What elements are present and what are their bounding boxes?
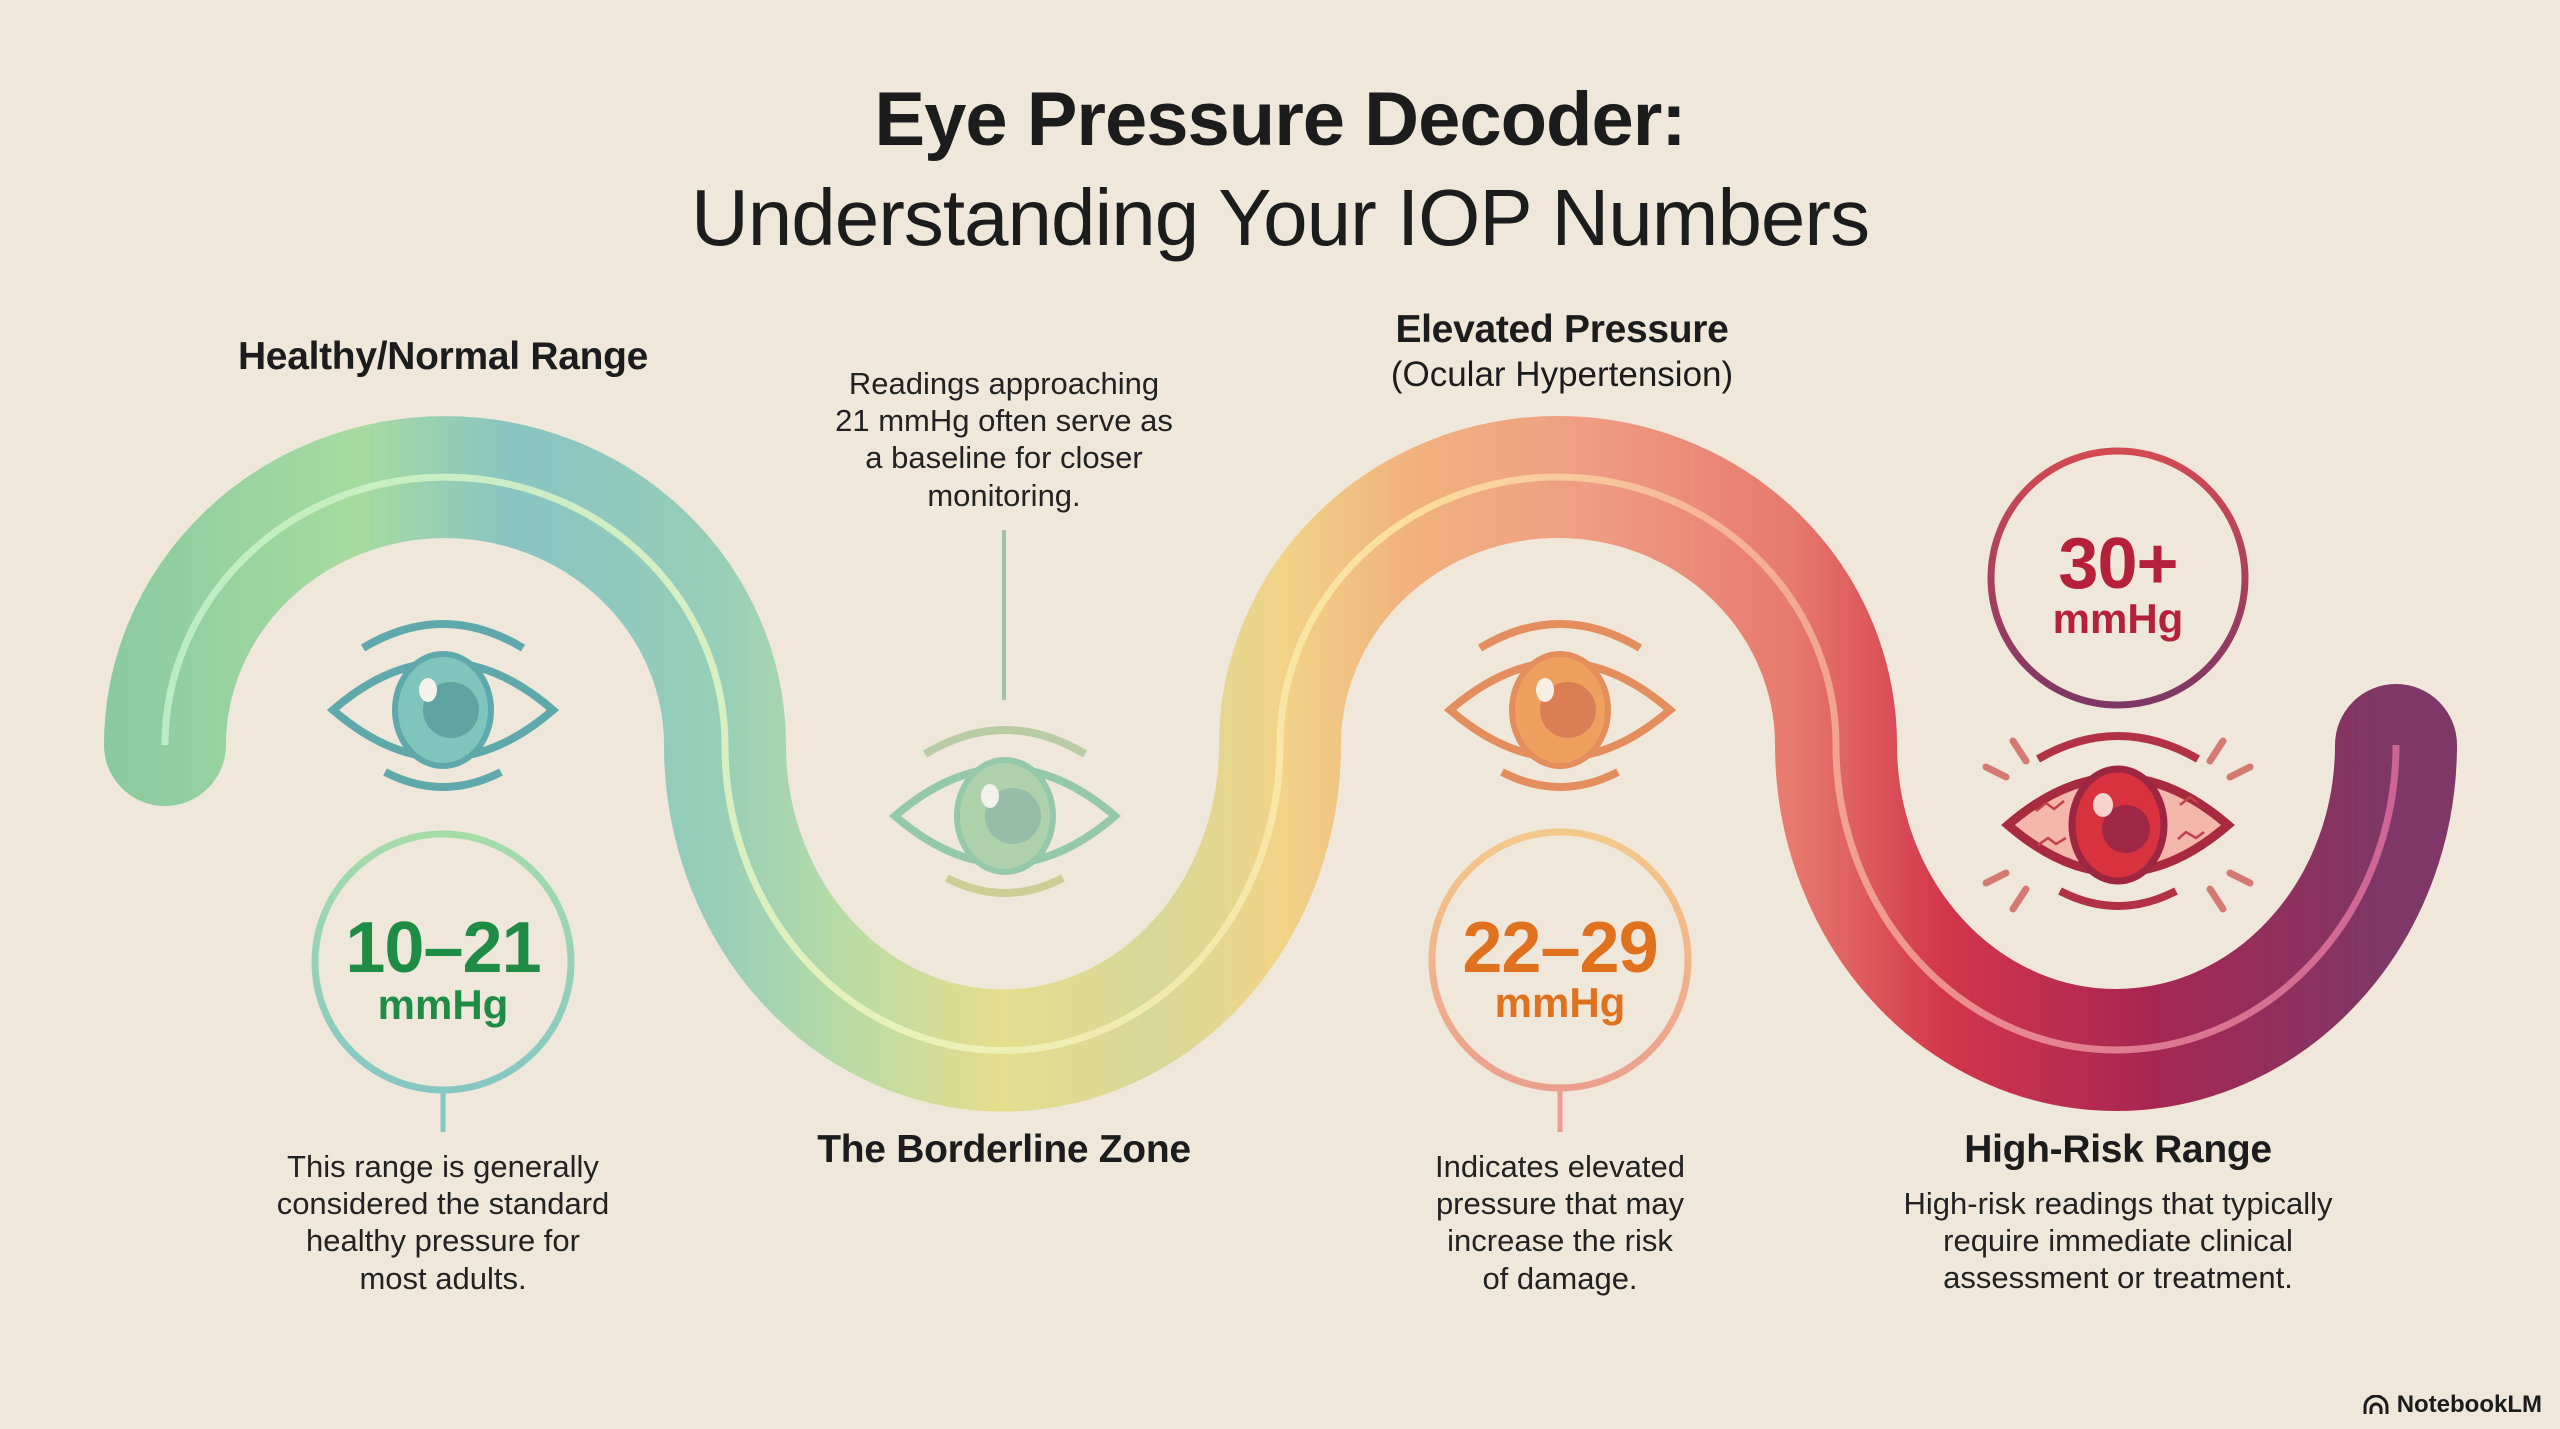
stage-sublabel-elevated: (Ocular Hypertension) <box>1390 355 1734 394</box>
eye-icon <box>1443 620 1677 791</box>
range-unit: mmHg <box>377 981 509 1028</box>
range-value: 10–21 <box>345 908 541 988</box>
bloodshot-eye-icon <box>1982 732 2254 913</box>
stage-label-healthy: Healthy/Normal Range <box>237 335 649 378</box>
range-unit: mmHg <box>2052 595 2184 642</box>
range-unit: mmHg <box>1494 979 1626 1026</box>
stage-description-healthy: This range is generally considered the s… <box>276 1149 610 1296</box>
badge-ring-high-risk <box>1987 447 2249 709</box>
page-title: Eye Pressure Decoder: <box>874 77 1686 162</box>
eye-icon <box>326 620 560 791</box>
range-badge-elevated: 22–29 mmHg <box>1432 832 1688 1088</box>
range-value: 22–29 <box>1462 908 1658 988</box>
stage-description-elevated: Indicates elevated pressure that may inc… <box>1435 1149 1685 1296</box>
stage-description-high-risk: High-risk readings that typically requir… <box>1903 1186 2333 1296</box>
badge-ring-elevated <box>1428 828 1692 1092</box>
stage-description-borderline: Readings approaching 21 mmHg often serve… <box>835 366 1173 513</box>
range-value: 30+ <box>2058 524 2178 604</box>
stage-label-borderline: The Borderline Zone <box>817 1128 1191 1171</box>
brand-watermark: NotebookLM <box>2363 1391 2542 1419</box>
badge-ring-healthy <box>311 830 575 1094</box>
range-badge-healthy: 10–21 mmHg <box>315 834 571 1090</box>
stage-label-elevated: Elevated Pressure <box>1395 308 1729 351</box>
brand-name: NotebookLM <box>2396 1391 2542 1418</box>
notebooklm-logo-icon <box>2363 1395 2389 1414</box>
eye-icon <box>888 726 1122 897</box>
stage-label-high-risk: High-Risk Range <box>1964 1128 2272 1171</box>
page-subtitle: Understanding Your IOP Numbers <box>690 173 1870 262</box>
range-badge-high-risk: 30+ mmHg <box>1990 450 2246 706</box>
